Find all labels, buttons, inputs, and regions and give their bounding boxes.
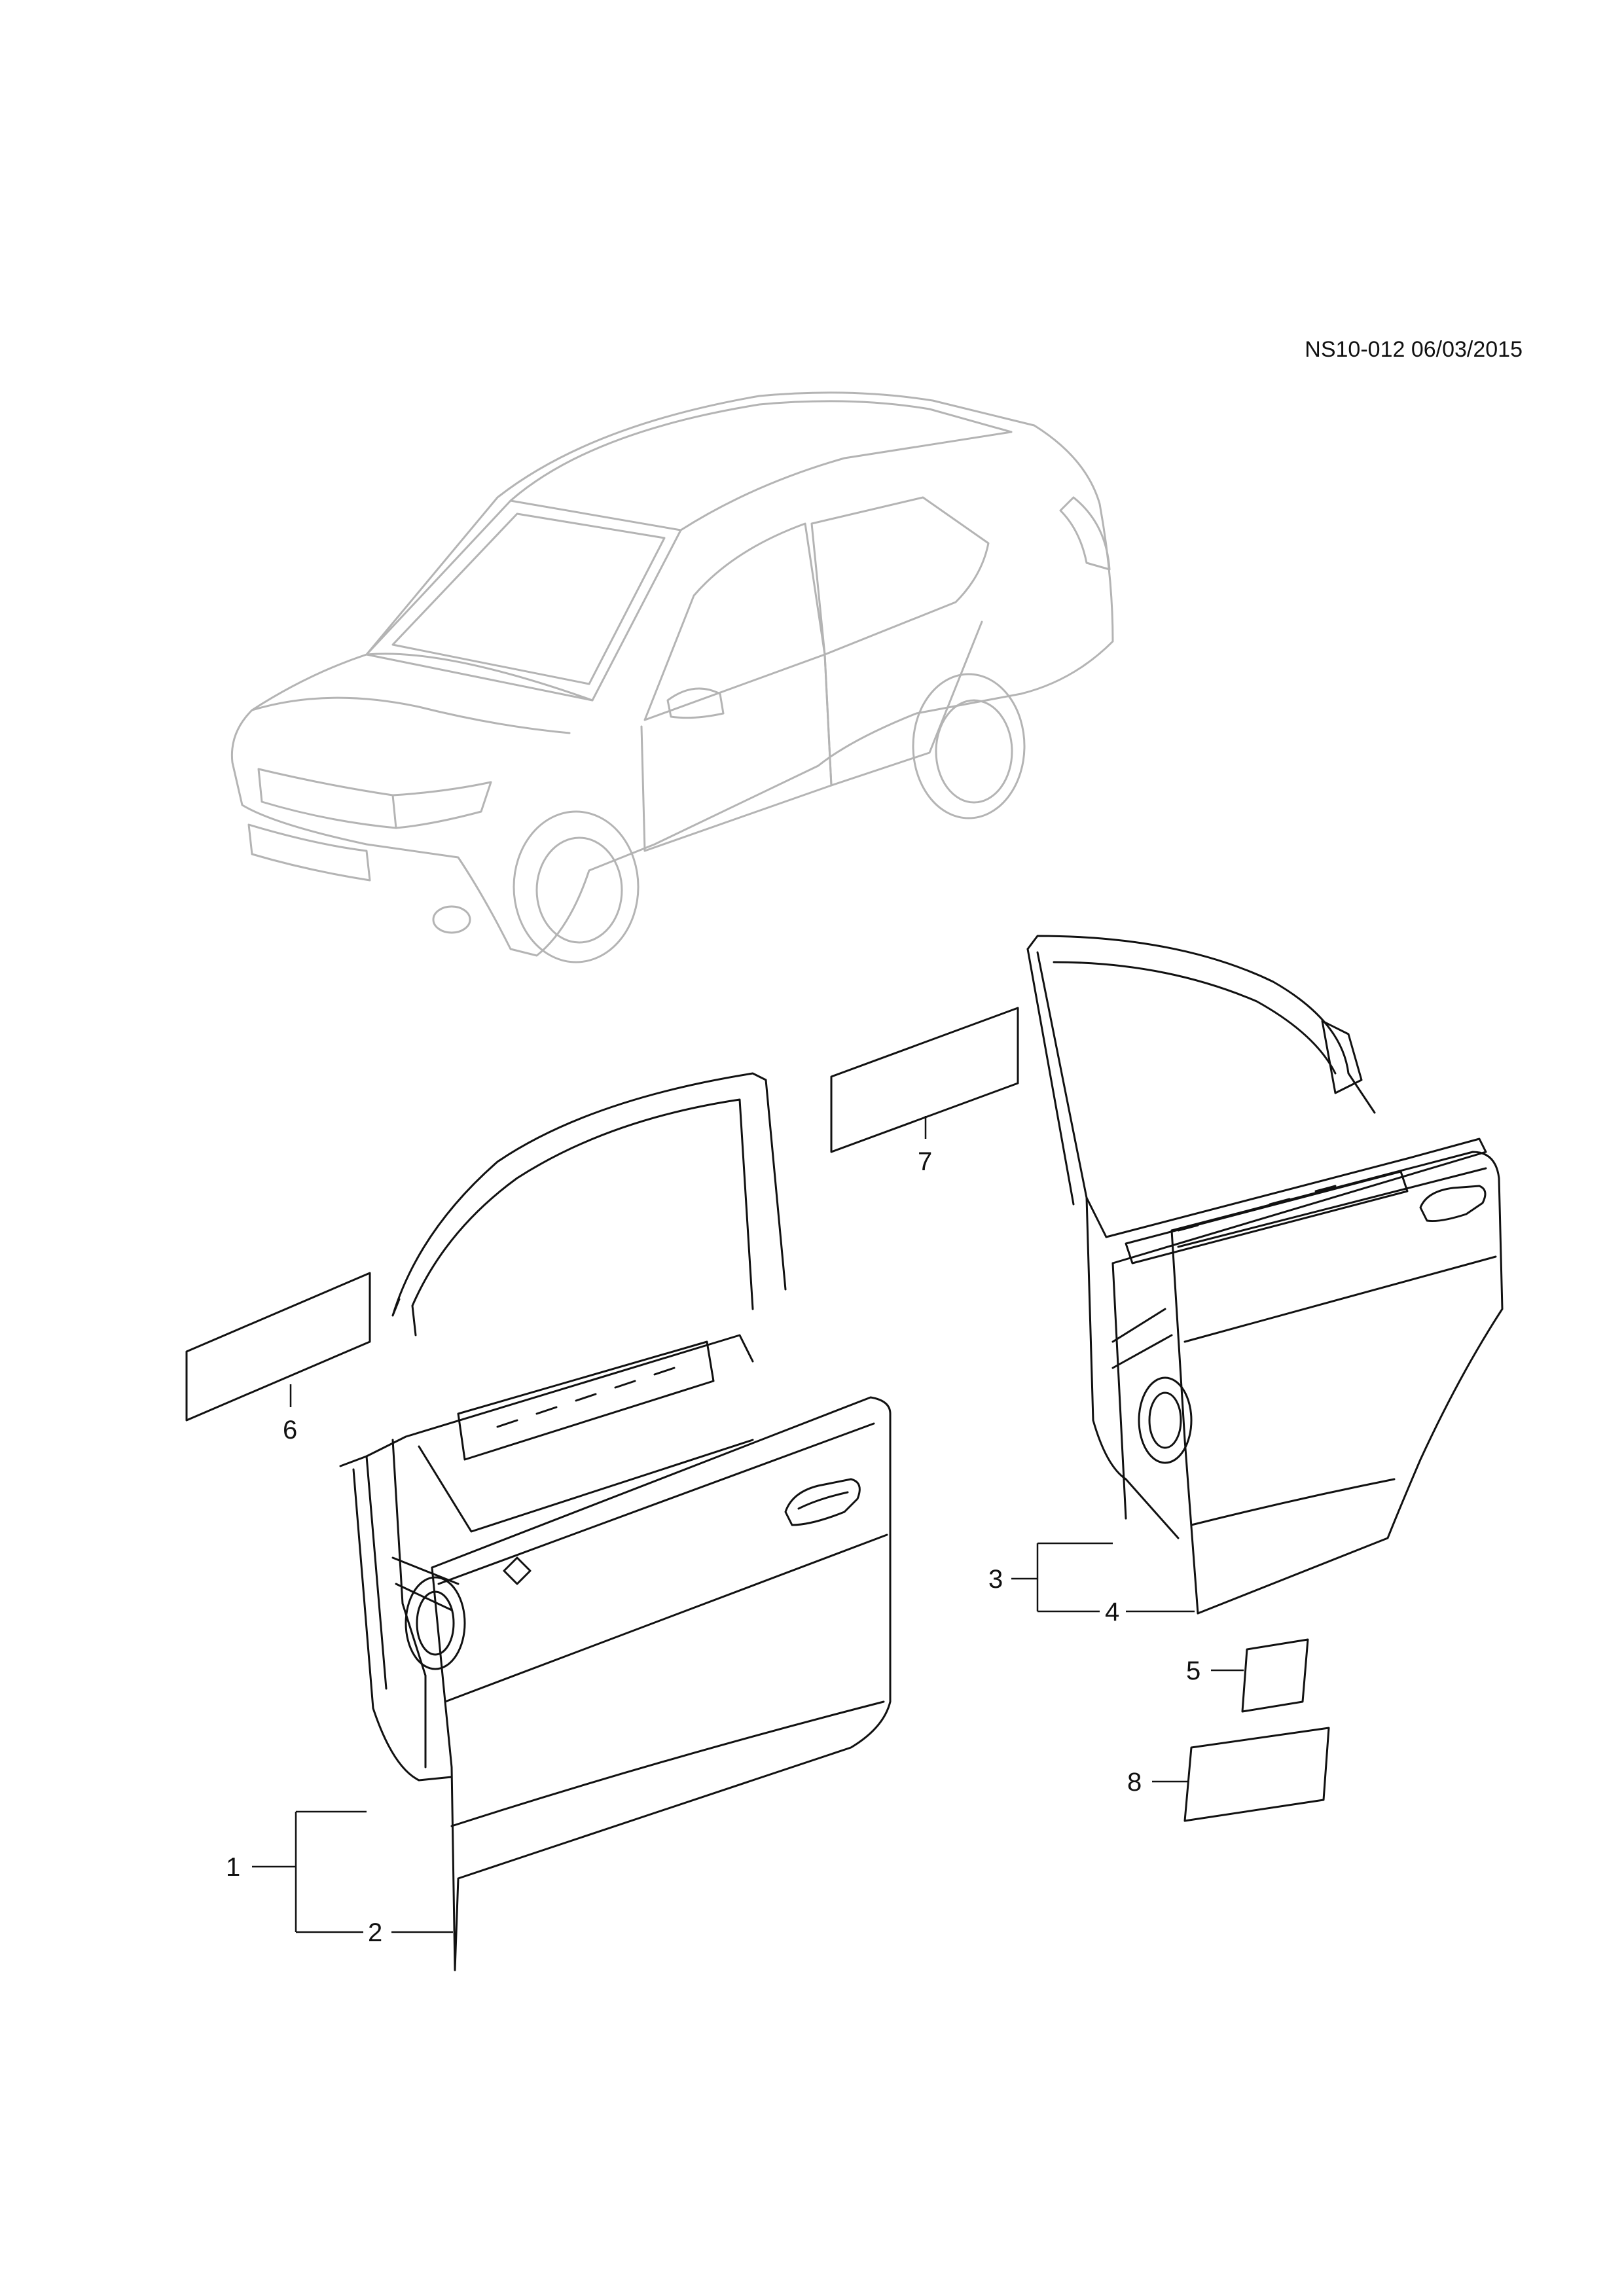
pad-8 [1183,1727,1330,1822]
callout-5: 5 [1186,1657,1200,1685]
callout-2: 2 [368,1918,382,1947]
pad-5 [1241,1638,1309,1713]
callout-4: 4 [1105,1598,1119,1626]
front-door-assembly [339,1072,892,1971]
callout-3: 3 [988,1565,1003,1594]
vehicle-overview [230,391,1114,963]
rear-door-assembly [1026,935,1504,1615]
callout-7: 7 [918,1147,932,1176]
label-sheet-6 [185,1272,371,1422]
callout-8: 8 [1127,1768,1142,1797]
callout-6: 6 [283,1416,297,1444]
callout-numbers: 1 2 3 4 5 6 7 8 [226,1147,1200,1947]
leader-lines [252,1116,1244,1933]
diagram-reference-code: NS10-012 06/03/2015 [1305,337,1523,362]
label-sheet-7 [830,1007,1019,1153]
callout-1: 1 [226,1853,240,1882]
